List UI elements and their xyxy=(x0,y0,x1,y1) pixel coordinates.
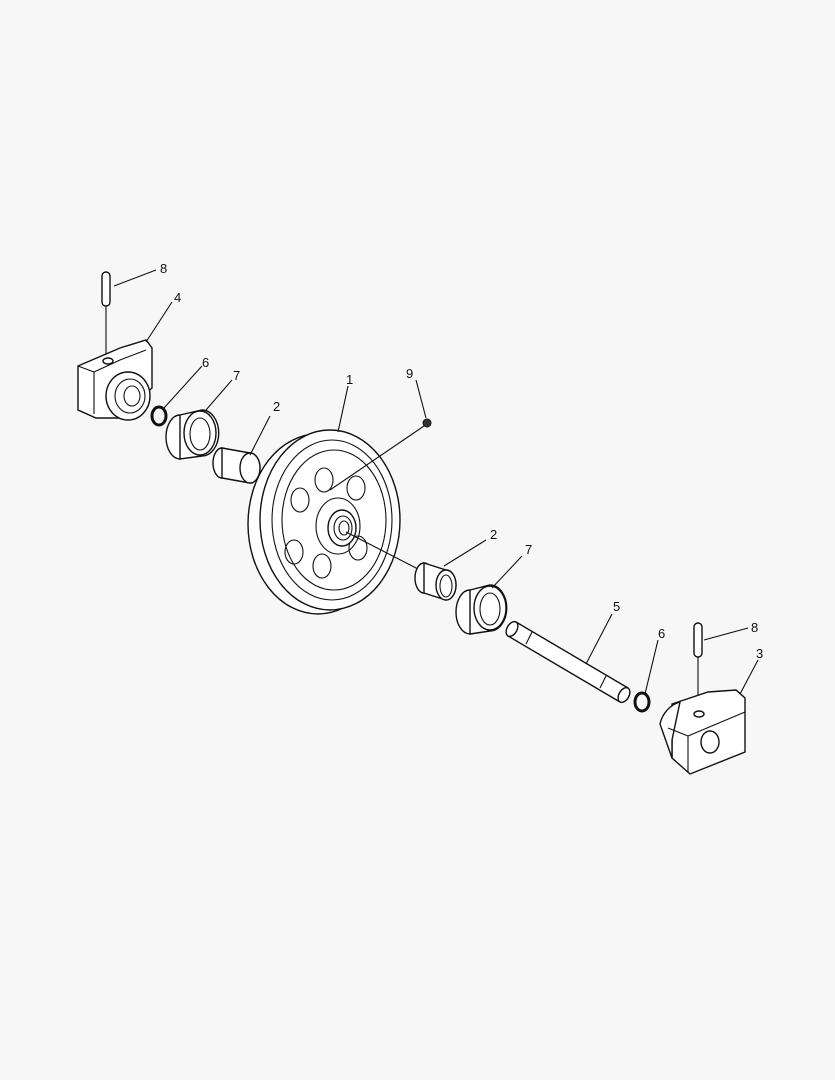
roll-pin-right xyxy=(693,622,703,712)
plug xyxy=(329,418,432,491)
o-ring-right xyxy=(633,691,651,713)
callout-7-right: 7 xyxy=(525,542,532,557)
callout-6-right: 6 xyxy=(658,626,665,641)
roll-pin-left xyxy=(101,271,111,360)
callout-3: 3 xyxy=(756,646,763,661)
callout-6-left: 6 xyxy=(202,355,209,370)
callout-8-left: 8 xyxy=(160,261,167,276)
idler-bracket-left xyxy=(77,339,153,421)
bushing-right xyxy=(414,562,457,601)
shaft xyxy=(505,620,631,704)
seal-ring-right xyxy=(455,584,508,635)
callout-2-right: 2 xyxy=(490,527,497,542)
idler-bracket-right xyxy=(659,689,746,775)
callout-1: 1 xyxy=(346,372,353,387)
bushing-left xyxy=(212,447,261,484)
o-ring-left xyxy=(150,405,168,427)
idler-wheel xyxy=(247,429,401,615)
leader-lines xyxy=(113,269,759,695)
callout-8-right: 8 xyxy=(751,620,758,635)
callout-4: 4 xyxy=(174,290,181,305)
callout-9: 9 xyxy=(406,366,413,381)
seal-ring-left xyxy=(165,409,220,460)
callout-5: 5 xyxy=(613,599,620,614)
callout-7-left: 7 xyxy=(233,368,240,383)
callout-2-left: 2 xyxy=(273,399,280,414)
